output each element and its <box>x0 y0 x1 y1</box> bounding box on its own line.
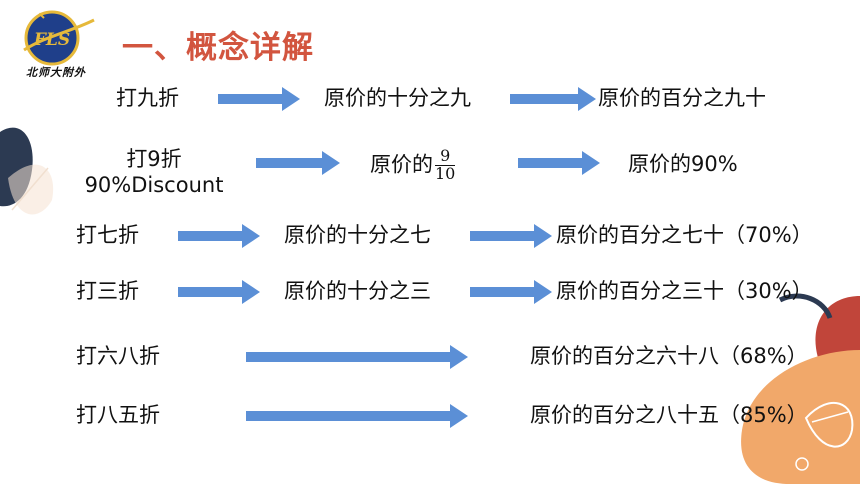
row6-term: 打八五折 <box>76 403 160 427</box>
arrow-right-icon <box>470 280 552 304</box>
row3-mid: 原价的十分之七 <box>284 223 431 247</box>
page-title: 一、概念详解 <box>122 30 314 66</box>
logo-emblem-icon: FLS <box>23 10 95 66</box>
row1-result: 原价的百分之九十 <box>598 86 766 110</box>
fraction-denominator: 10 <box>435 163 456 183</box>
row2-result: 原价的90% <box>628 152 738 176</box>
arrow-right-icon <box>518 151 600 175</box>
row4-term: 打三折 <box>76 279 139 303</box>
arrow-right-icon <box>218 87 300 111</box>
row1-term: 打九折 <box>116 86 179 110</box>
row2-term-block: 打9折 90%Discount <box>80 146 228 199</box>
arrow-right-icon <box>178 224 260 248</box>
arrow-right-icon <box>510 87 596 111</box>
arrow-right-icon <box>256 151 340 175</box>
row4-mid: 原价的十分之三 <box>284 279 431 303</box>
arrow-right-icon <box>178 280 260 304</box>
left-leaf-icon <box>8 164 54 215</box>
svg-text:FLS: FLS <box>33 30 70 50</box>
row2-mid-prefix: 原价的 <box>370 152 433 177</box>
row3-result: 原价的百分之七十（70%） <box>556 223 813 247</box>
right-dark-curve <box>778 293 833 319</box>
fraction-numerator: 9 <box>435 147 456 166</box>
right-orange-shape <box>741 350 860 484</box>
row4-result: 原价的百分之三十（30%） <box>556 279 813 303</box>
row6-result: 原价的百分之八十五（85%） <box>530 403 808 427</box>
row5-result: 原价的百分之六十八（68%） <box>530 344 808 368</box>
row2-term: 打9折 <box>126 147 182 171</box>
right-leaf-icon <box>804 401 854 448</box>
right-dot-icon <box>795 457 809 471</box>
logo-text: 北师大附外 <box>26 66 86 79</box>
arrow-right-icon <box>246 345 468 369</box>
row2-term-en: 90%Discount <box>84 173 224 198</box>
row3-term: 打七折 <box>76 223 139 247</box>
arrow-right-icon <box>470 224 552 248</box>
row5-term: 打六八折 <box>76 344 160 368</box>
row1-mid: 原价的十分之九 <box>324 86 471 110</box>
arrow-right-icon <box>246 404 468 428</box>
